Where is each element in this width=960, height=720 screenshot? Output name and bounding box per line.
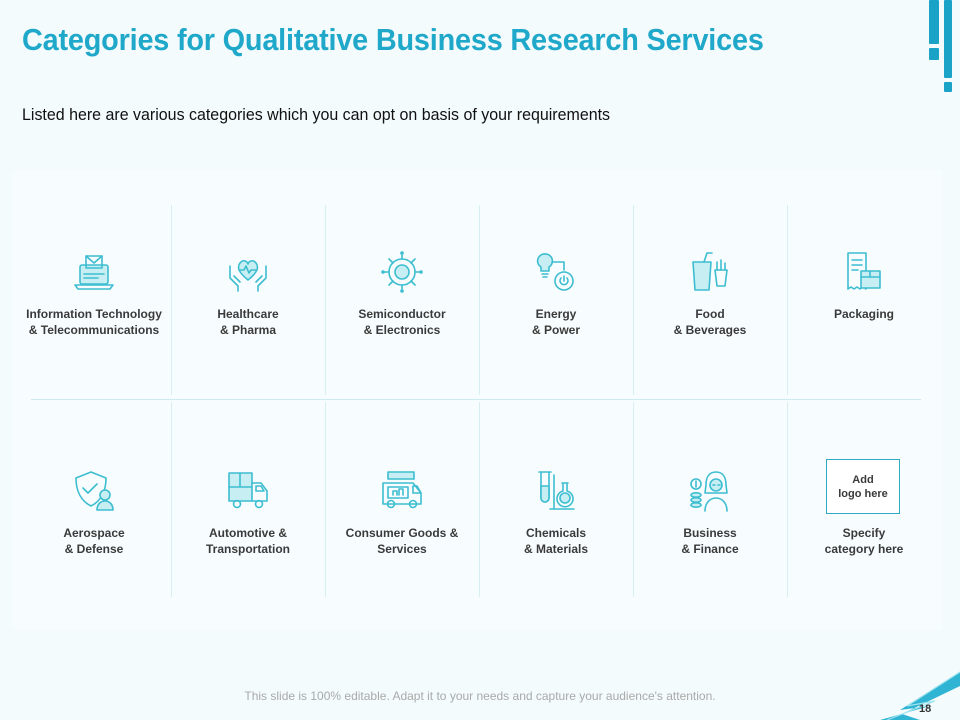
lightning-decoration bbox=[880, 671, 960, 720]
logo-placeholder-text: Add bbox=[852, 473, 874, 486]
category-name: Business bbox=[683, 526, 737, 540]
footer-note: This slide is 100% editable. Adapt it to… bbox=[244, 689, 716, 703]
heart-hands-icon bbox=[226, 250, 270, 294]
column-divider bbox=[787, 205, 788, 395]
package-icon bbox=[842, 250, 886, 294]
category-name: Automotive & bbox=[209, 526, 287, 540]
category-semiconductor: Semiconductor & Electronics bbox=[325, 206, 479, 401]
category-name: & Defense bbox=[64, 542, 124, 556]
column-divider bbox=[633, 205, 634, 395]
slide-title: Categories for Qualitative Business Rese… bbox=[22, 22, 764, 57]
category-name: Consumer Goods & bbox=[345, 526, 459, 540]
category-name: Information Technology bbox=[26, 307, 162, 321]
category-consumer-goods: Consumer Goods & Services bbox=[325, 425, 479, 620]
category-name: Packaging bbox=[833, 307, 895, 321]
column-divider bbox=[633, 402, 634, 597]
column-divider bbox=[479, 205, 480, 395]
category-name: Energy bbox=[535, 307, 577, 321]
logo-placeholder-text: logo here bbox=[838, 487, 888, 500]
column-divider bbox=[325, 402, 326, 597]
van-icon bbox=[380, 469, 424, 513]
category-it-telecom: Information Technology & Telecommunicatio… bbox=[17, 206, 171, 401]
category-aerospace: Aerospace & Defense bbox=[17, 425, 171, 620]
column-divider bbox=[479, 402, 480, 597]
truck-icon bbox=[226, 469, 270, 513]
businesswoman-coins-icon bbox=[688, 469, 732, 513]
categories-panel: Information Technology & Telecommunicatio… bbox=[12, 170, 942, 630]
category-name: category here bbox=[824, 542, 904, 556]
category-name: & Telecommunications bbox=[28, 323, 160, 337]
row-divider bbox=[31, 399, 921, 400]
category-name: Food bbox=[695, 307, 725, 321]
laptop-mail-icon bbox=[72, 250, 116, 294]
category-energy: Energy & Power bbox=[479, 206, 633, 401]
category-name: & Materials bbox=[523, 542, 589, 556]
column-divider bbox=[171, 205, 172, 395]
category-name: Aerospace bbox=[63, 526, 125, 540]
category-food: Food & Beverages bbox=[633, 206, 787, 401]
category-healthcare: Healthcare & Pharma bbox=[171, 206, 325, 401]
chip-icon bbox=[380, 250, 424, 294]
column-divider bbox=[325, 205, 326, 395]
page-number: 18 bbox=[919, 703, 932, 715]
category-packaging: Packaging bbox=[787, 206, 941, 401]
category-chemicals: Chemicals & Materials bbox=[479, 425, 633, 620]
category-automotive: Automotive & Transportation bbox=[171, 425, 325, 620]
category-name: & Finance bbox=[681, 542, 739, 556]
shield-person-icon bbox=[72, 469, 116, 513]
logo-placeholder[interactable]: Add logo here bbox=[826, 459, 900, 514]
category-name: & Pharma bbox=[219, 323, 277, 337]
category-name: Chemicals bbox=[525, 526, 587, 540]
category-name: Semiconductor bbox=[358, 307, 446, 321]
category-name: Healthcare bbox=[217, 307, 279, 321]
slide-subtitle: Listed here are various categories which… bbox=[22, 105, 611, 124]
category-custom: Add logo here Specify category here bbox=[787, 425, 941, 620]
category-name: & Electronics bbox=[363, 323, 441, 337]
bulb-power-icon bbox=[534, 250, 578, 294]
category-name: Services bbox=[377, 542, 427, 556]
category-business: Business & Finance bbox=[633, 425, 787, 620]
category-name: & Beverages bbox=[673, 323, 747, 337]
flask-icon bbox=[534, 469, 578, 513]
category-name: Specify bbox=[842, 526, 886, 540]
category-name: & Power bbox=[531, 323, 580, 337]
category-name: Transportation bbox=[205, 542, 290, 556]
column-divider bbox=[171, 402, 172, 597]
column-divider bbox=[787, 402, 788, 597]
drink-fries-icon bbox=[688, 250, 732, 294]
